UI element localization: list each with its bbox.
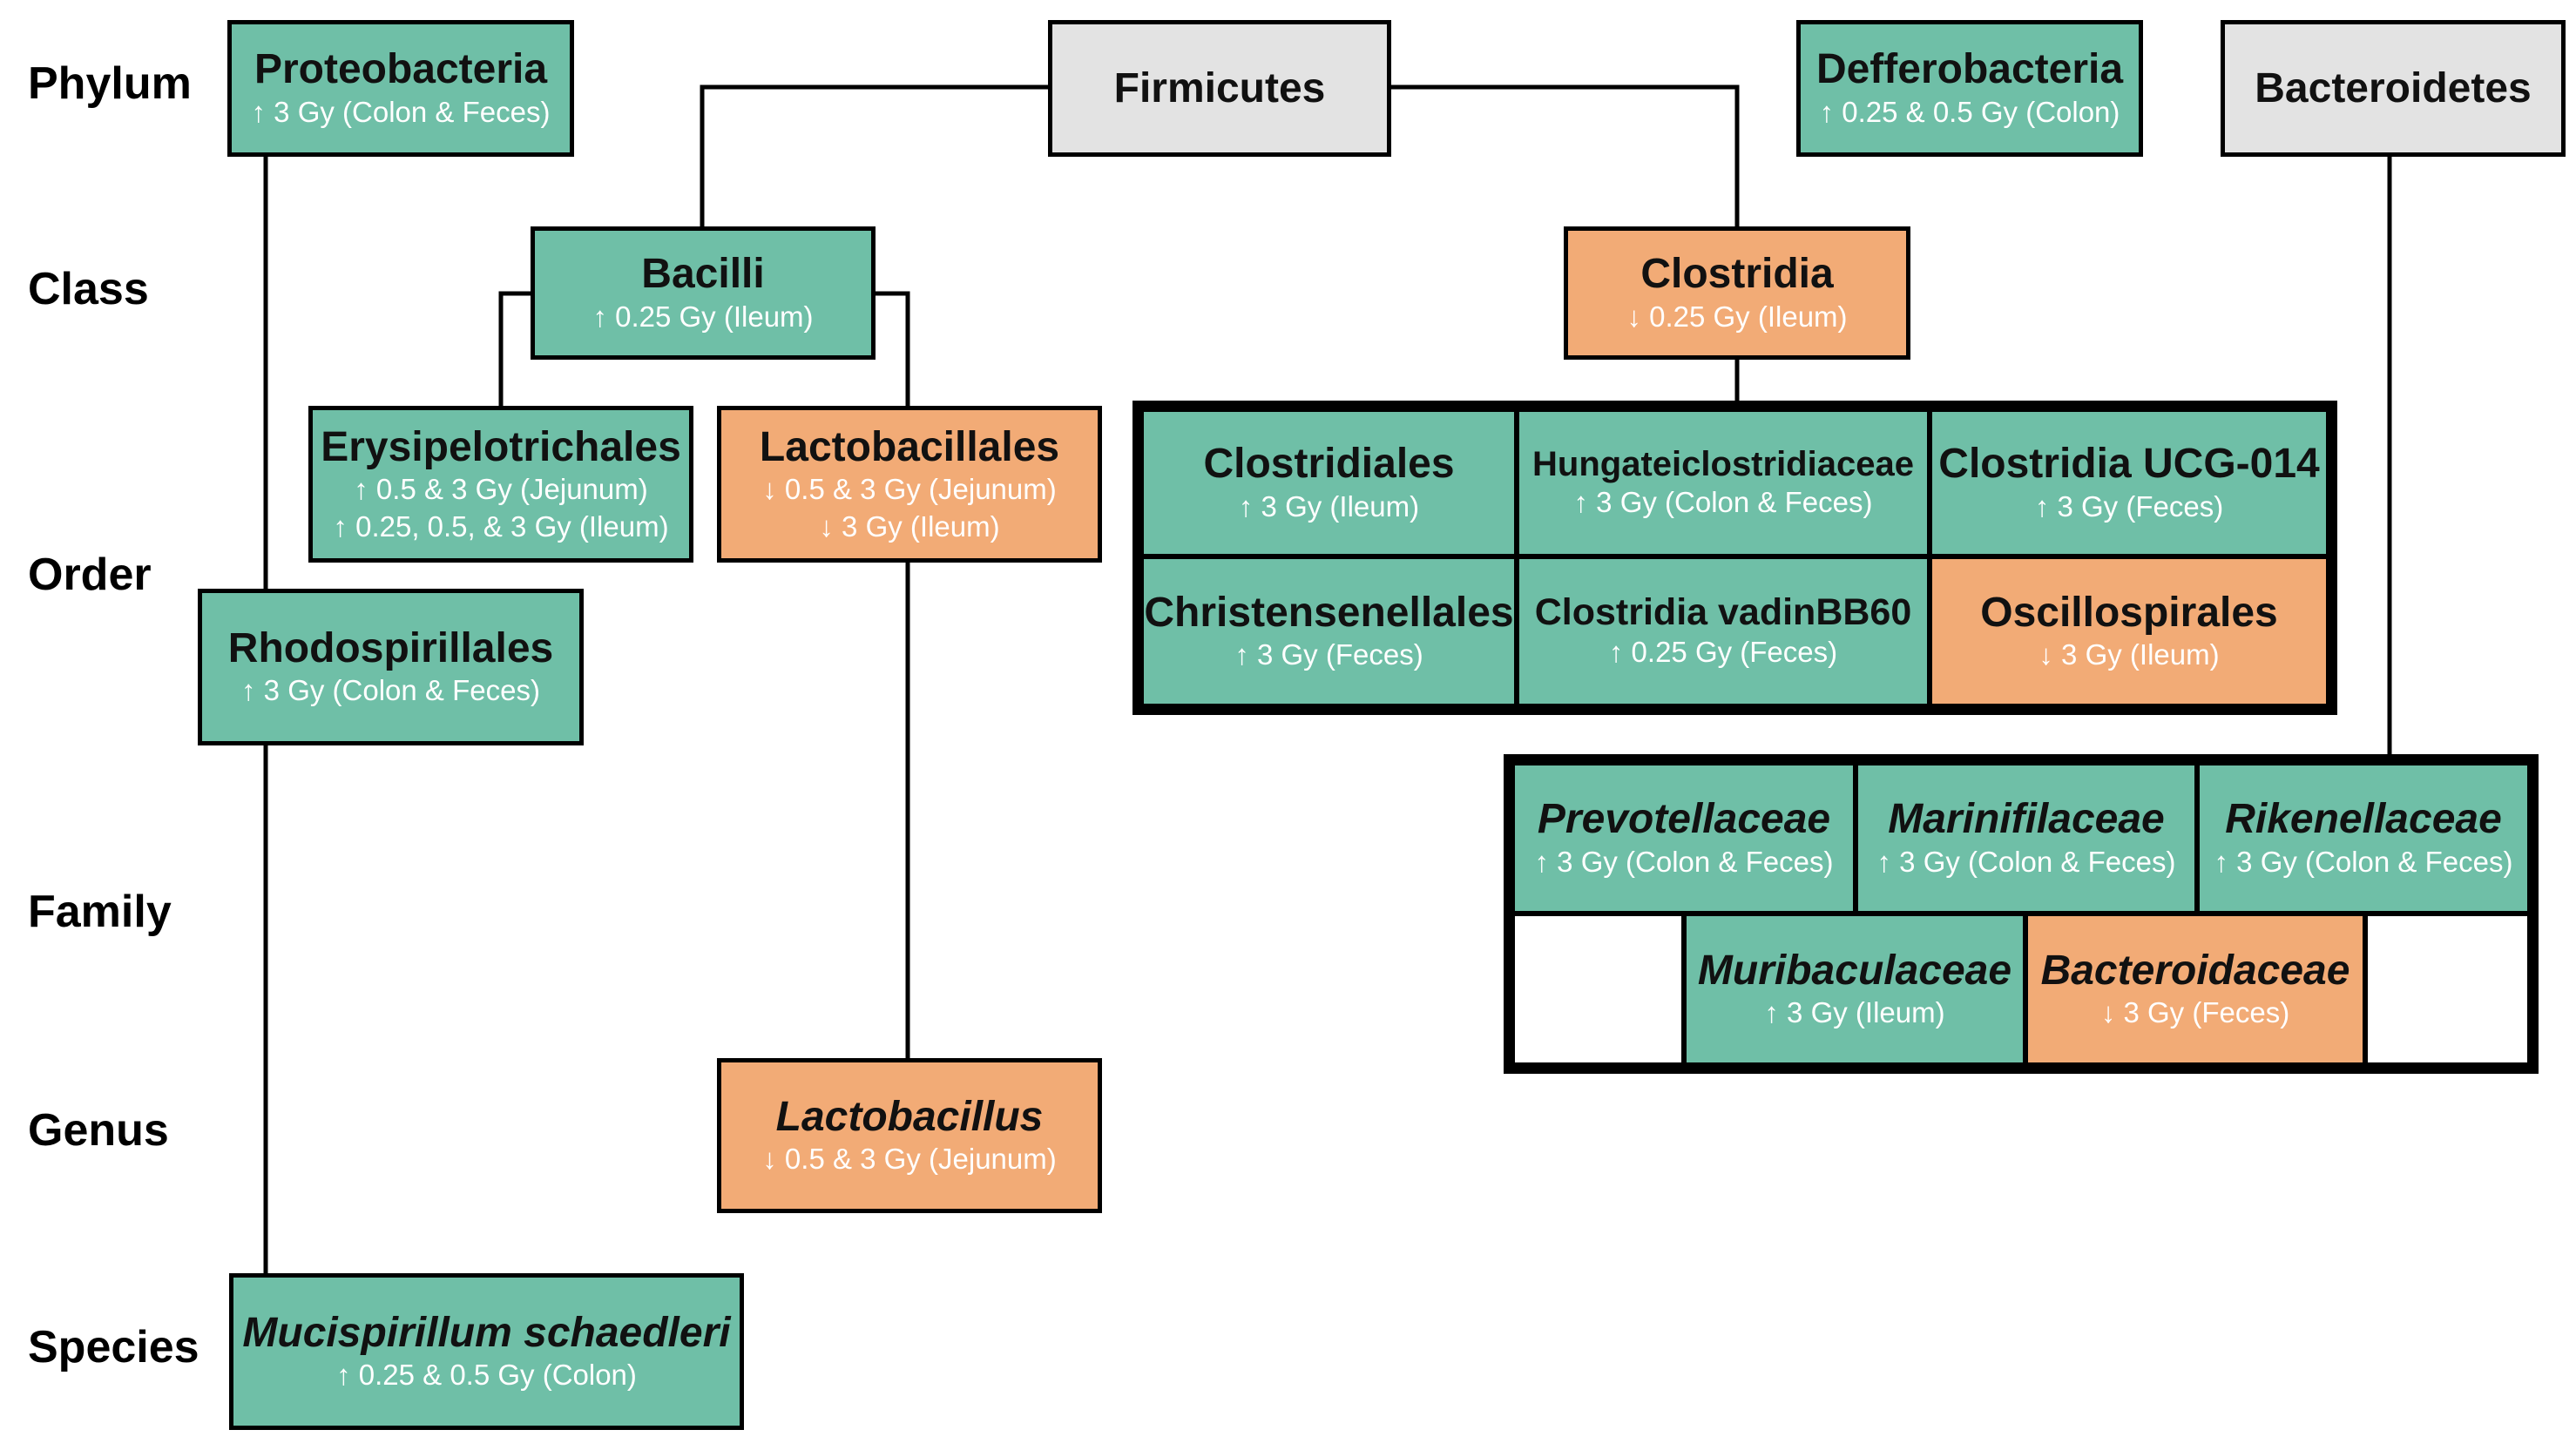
node-name: Rikenellaceae xyxy=(2225,796,2502,843)
rank-label-genus: Genus xyxy=(28,1105,169,1156)
node-name: Marinifilaceae xyxy=(1888,796,2165,843)
node-note: ↓ 3 Gy (Ileum) xyxy=(819,509,1000,543)
node-name: Mucispirillum schaedleri xyxy=(242,1309,731,1356)
node-bacteroidetes: Bacteroidetes xyxy=(2221,20,2566,157)
node-hungateiclostridiaceae: Hungateiclostridiaceae ↑ 3 Gy (Colon & F… xyxy=(1516,408,1930,557)
node-prevotellaceae: Prevotellaceae ↑ 3 Gy (Colon & Feces) xyxy=(1511,762,1856,914)
rank-label-order: Order xyxy=(28,550,152,600)
node-note: ↑ 3 Gy (Colon & Feces) xyxy=(1534,845,1834,878)
node-note: ↑ 0.25, 0.5, & 3 Gy (Ileum) xyxy=(333,509,669,543)
node-lactobacillus: Lactobacillus ↓ 0.5 & 3 Gy (Jejunum) xyxy=(717,1058,1102,1213)
rank-label-family: Family xyxy=(28,887,172,937)
connector-firmicutes-clostridia xyxy=(1389,84,1740,229)
node-note: ↓ 3 Gy (Ileum) xyxy=(2038,638,2220,671)
node-mucispirillum-schaedleri: Mucispirillum schaedleri ↑ 0.25 & 0.5 Gy… xyxy=(229,1273,744,1430)
node-name: Defferobacteria xyxy=(1815,46,2124,93)
node-name: Bacteroidaceae xyxy=(2040,947,2350,994)
node-name: Christensenellales xyxy=(1144,589,1514,636)
node-note: ↑ 3 Gy (Feces) xyxy=(2034,489,2224,523)
node-note: ↑ 3 Gy (Colon & Feces) xyxy=(251,95,551,128)
node-note: ↑ 0.25 Gy (Ileum) xyxy=(592,300,814,333)
node-note: ↓ 0.25 Gy (Ileum) xyxy=(1626,300,1848,333)
node-rhodospirillales: Rhodospirillales ↑ 3 Gy (Colon & Feces) xyxy=(198,589,584,745)
node-note: ↑ 0.25 & 0.5 Gy (Colon) xyxy=(1819,95,2120,128)
node-note: ↓ 3 Gy (Feces) xyxy=(2100,996,2290,1029)
node-name: Firmicutes xyxy=(1113,64,1326,111)
rank-label-class: Class xyxy=(28,264,149,314)
node-name: Oscillospirales xyxy=(1980,589,2278,636)
node-erysipelotrichales: Erysipelotrichales ↑ 0.5 & 3 Gy (Jejunum… xyxy=(308,406,693,563)
connector-bacilli-lactobacillales xyxy=(870,291,910,408)
node-note: ↑ 0.25 & 0.5 Gy (Colon) xyxy=(336,1359,637,1392)
node-name: Lactobacillales xyxy=(759,423,1060,470)
node-name: Bacilli xyxy=(641,251,765,298)
node-christensenellales: Christensenellales ↑ 3 Gy (Feces) xyxy=(1140,556,1518,707)
node-note: ↓ 0.5 & 3 Gy (Jejunum) xyxy=(762,1143,1057,1176)
connector-firmicutes-bacilli xyxy=(700,84,1051,232)
empty-cell-left xyxy=(1511,913,1685,1066)
rank-label-phylum: Phylum xyxy=(28,58,192,109)
node-note: ↑ 3 Gy (Colon & Feces) xyxy=(1876,845,2176,878)
node-note: ↑ 3 Gy (Ileum) xyxy=(1764,996,1945,1029)
node-rikenellaceae: Rikenellaceae ↑ 3 Gy (Colon & Feces) xyxy=(2196,762,2531,914)
node-bacteroidaceae: Bacteroidaceae ↓ 3 Gy (Feces) xyxy=(2025,913,2366,1066)
node-note: ↓ 0.5 & 3 Gy (Jejunum) xyxy=(762,472,1057,505)
node-name: Clostridiales xyxy=(1203,441,1455,488)
node-defferobacteria: Defferobacteria ↑ 0.25 & 0.5 Gy (Colon) xyxy=(1796,20,2143,157)
node-proteobacteria: Proteobacteria ↑ 3 Gy (Colon & Feces) xyxy=(227,20,574,157)
node-note: ↑ 3 Gy (Colon & Feces) xyxy=(241,674,540,707)
node-clostridiales: Clostridiales ↑ 3 Gy (Ileum) xyxy=(1140,408,1518,557)
node-name: Clostridia vadinBB60 xyxy=(1534,590,1912,633)
node-name: Bacteroidetes xyxy=(2255,64,2532,111)
node-name: Hungateiclostridiaceae xyxy=(1532,445,1914,484)
node-marinifilaceae: Marinifilaceae ↑ 3 Gy (Colon & Feces) xyxy=(1855,762,2198,914)
node-name: Proteobacteria xyxy=(254,46,548,93)
node-note: ↑ 3 Gy (Ileum) xyxy=(1238,489,1420,523)
empty-cell-right xyxy=(2364,913,2531,1066)
node-clostridia: Clostridia ↓ 0.25 Gy (Ileum) xyxy=(1564,226,1910,360)
node-bacilli: Bacilli ↑ 0.25 Gy (Ileum) xyxy=(531,226,876,360)
node-name: Rhodospirillales xyxy=(227,624,554,671)
node-firmicutes: Firmicutes xyxy=(1048,20,1391,157)
node-lactobacillales: Lactobacillales ↓ 0.5 & 3 Gy (Jejunum) ↓… xyxy=(717,406,1102,563)
node-oscillospirales: Oscillospirales ↓ 3 Gy (Ileum) xyxy=(1929,556,2329,707)
connector-bacilli-erysipelotrichales xyxy=(498,291,536,408)
node-note: ↑ 0.25 Gy (Feces) xyxy=(1608,636,1838,669)
node-clostridia-ucg-014: Clostridia UCG-014 ↑ 3 Gy (Feces) xyxy=(1929,408,2329,557)
node-name: Prevotellaceae xyxy=(1537,796,1831,843)
node-name: Clostridia xyxy=(1640,251,1834,298)
node-note: ↑ 0.5 & 3 Gy (Jejunum) xyxy=(354,472,648,505)
node-note: ↑ 3 Gy (Colon & Feces) xyxy=(1573,486,1873,519)
node-name: Erysipelotrichales xyxy=(321,423,681,470)
node-note: ↑ 3 Gy (Colon & Feces) xyxy=(2214,845,2513,878)
node-name: Muribaculaceae xyxy=(1697,947,2012,994)
node-name: Lactobacillus xyxy=(775,1093,1044,1140)
node-muribaculaceae: Muribaculaceae ↑ 3 Gy (Ileum) xyxy=(1683,913,2026,1066)
node-name: Clostridia UCG-014 xyxy=(1938,441,2320,488)
node-clostridia-vadinbb60: Clostridia vadinBB60 ↑ 0.25 Gy (Feces) xyxy=(1516,556,1930,707)
rank-label-species: Species xyxy=(28,1322,199,1372)
node-note: ↑ 3 Gy (Feces) xyxy=(1234,638,1423,671)
